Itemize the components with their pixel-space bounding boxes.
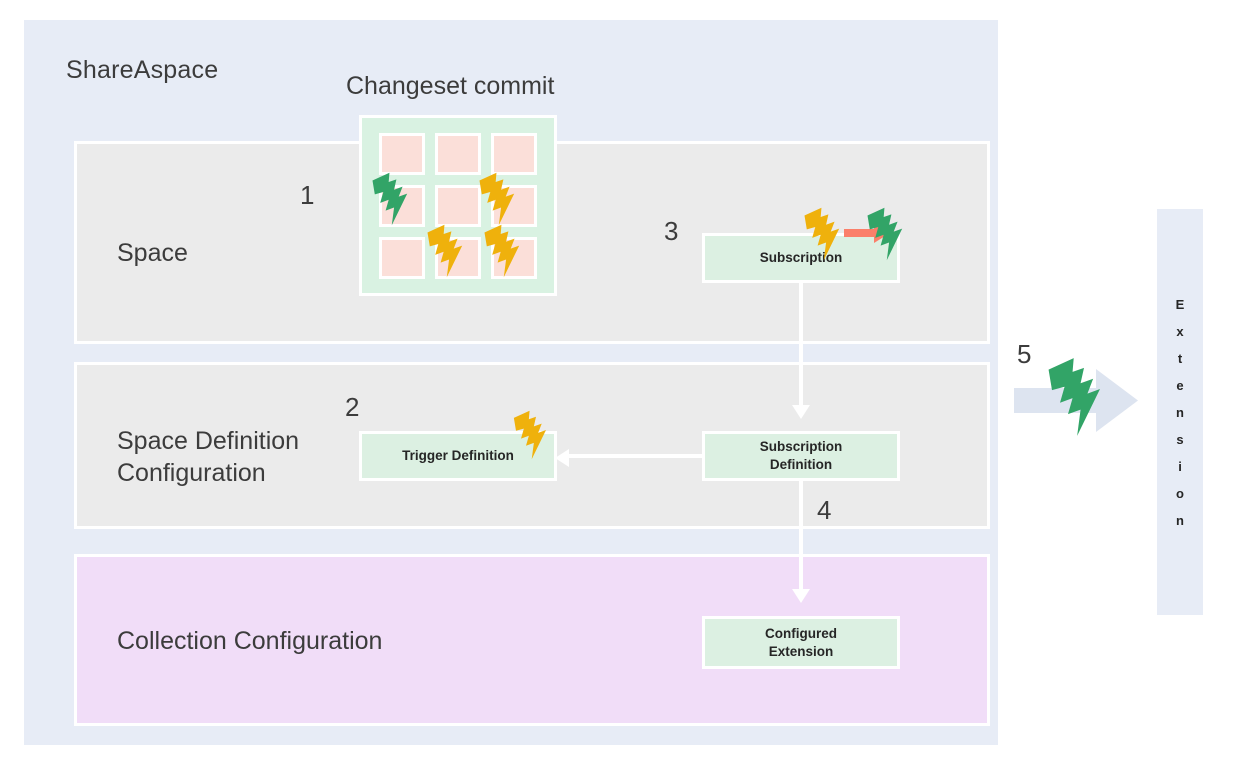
connector-definition-to-trigger xyxy=(569,454,705,458)
connector-trigger-arrowhead-icon xyxy=(555,449,569,467)
green-bolt-subscription-icon xyxy=(864,207,908,261)
connector-subscription-arrowhead-icon xyxy=(792,405,810,419)
yellow-bolt-trigger-icon xyxy=(511,410,551,460)
extension-letter: n xyxy=(1176,404,1184,420)
extension-strip[interactable]: E x t e n s i o n xyxy=(1157,209,1203,615)
yellow-bolt-grid-right-icon xyxy=(476,172,520,226)
shareaspace-panel: ShareAspace Space Space Definition Confi… xyxy=(24,20,998,745)
changeset-cell xyxy=(379,236,425,279)
step-number-3: 3 xyxy=(664,216,679,246)
collection-configuration-band-label: Collection Configuration xyxy=(117,627,383,655)
extension-letter: s xyxy=(1176,431,1184,447)
step-number-1: 1 xyxy=(300,180,315,210)
step-number-4: 4 xyxy=(817,495,832,525)
changeset-cell xyxy=(435,132,481,175)
yellow-bolt-grid-bottom-mid-icon xyxy=(424,224,468,278)
node-subscription-definition[interactable]: Subscription Definition xyxy=(702,431,900,481)
connector-definition-to-configured-extension xyxy=(799,481,803,591)
connector-configured-extension-arrowhead-icon xyxy=(792,589,810,603)
extension-letter: t xyxy=(1177,350,1183,366)
extension-letter: i xyxy=(1178,458,1182,474)
green-bolt-grid-icon xyxy=(369,172,413,226)
extension-letter: n xyxy=(1176,512,1184,528)
changeset-commit-title: Changeset commit xyxy=(346,72,555,100)
green-bolt-extension-icon xyxy=(1043,357,1109,437)
extension-letter: e xyxy=(1176,377,1184,393)
extension-letter: o xyxy=(1176,485,1184,501)
node-configured-extension[interactable]: Configured Extension xyxy=(702,616,900,669)
changeset-cell xyxy=(379,132,425,175)
space-band-label: Space xyxy=(117,239,188,267)
step-number-5: 5 xyxy=(1017,339,1032,369)
changeset-cell xyxy=(435,184,481,227)
connector-subscription-to-definition xyxy=(799,283,803,407)
space-definition-configuration-band-label: Space Definition Configuration xyxy=(117,427,300,487)
step-number-2: 2 xyxy=(345,392,360,422)
changeset-cell xyxy=(491,132,537,175)
extension-letter: x xyxy=(1176,323,1184,339)
yellow-bolt-subscription-icon xyxy=(801,207,845,261)
node-subscription[interactable]: Subscription xyxy=(702,233,900,283)
extension-letter: E xyxy=(1175,296,1185,312)
node-trigger-definition[interactable]: Trigger Definition xyxy=(359,431,557,481)
yellow-bolt-grid-bottom-right-icon xyxy=(481,224,525,278)
page-title: ShareAspace xyxy=(66,56,219,84)
